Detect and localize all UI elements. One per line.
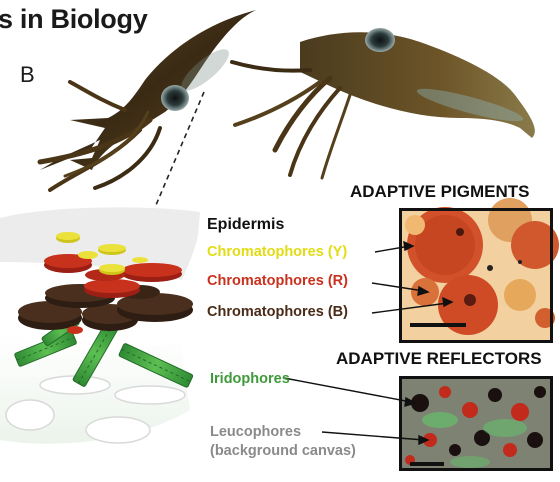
squid-left xyxy=(37,10,256,192)
chromatophores-red xyxy=(44,254,182,298)
chromatophores-yellow-label: Chromatophores (Y) xyxy=(207,244,348,260)
panel-label: B xyxy=(20,62,35,87)
iridophores-label: Iridophores xyxy=(210,371,290,387)
adaptive-pigments-heading: ADAPTIVE PIGMENTS xyxy=(350,182,530,201)
chromatophores-yellow xyxy=(56,232,148,275)
dashed-leader xyxy=(155,91,205,206)
chromatophores-brown-label: Chromatophores (B) xyxy=(207,304,348,320)
leucophores-cells xyxy=(5,375,186,444)
iridophores-cells xyxy=(14,315,194,388)
epidermis-label: Epidermis xyxy=(207,216,285,233)
label-arrows xyxy=(283,240,454,446)
squid-right xyxy=(230,28,535,180)
chromatophores-red-label: Chromatophores (R) xyxy=(207,273,348,289)
reflectors-micrograph xyxy=(400,377,552,470)
leucophores-label: Leucophores xyxy=(210,424,302,440)
pigments-micrograph xyxy=(400,198,559,342)
adaptive-reflectors-heading: ADAPTIVE REFLECTORS xyxy=(336,349,542,368)
leucophores-sublabel: (background canvas) xyxy=(210,443,356,459)
figure-title: s in Biology xyxy=(0,4,148,34)
